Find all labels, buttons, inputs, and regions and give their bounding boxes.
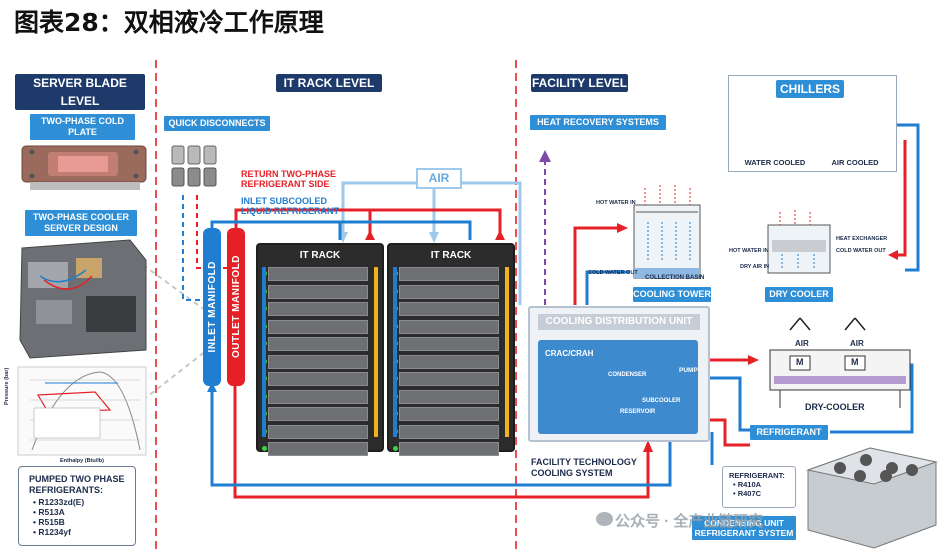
refrigerants-list: • R1233zd(E) • R513A • R515B • R1234yf bbox=[19, 497, 135, 537]
subcooler-label: SUBCOOLER bbox=[642, 398, 681, 404]
dry-air-in-label: DRY AIR IN bbox=[740, 264, 770, 270]
refrigerant-label: REFRIGERANT bbox=[750, 425, 828, 440]
cooler-design-label: TWO-PHASE COOLER SERVER DESIGN bbox=[25, 210, 137, 236]
server-slot bbox=[393, 424, 499, 439]
server-slot bbox=[262, 372, 368, 386]
rack-title: IT RACK bbox=[299, 250, 341, 261]
motor-label-2: M bbox=[851, 357, 859, 367]
chart-x-axis: Enthalpy (Btu/lb) bbox=[60, 458, 104, 464]
server-slot bbox=[393, 267, 499, 281]
cold-water-out-label: COLD WATER OUT bbox=[588, 270, 638, 276]
dc-hot-water-in-label: HOT WATER IN bbox=[729, 248, 769, 254]
refrigerants-title: PUMPED TWO PHASE REFRIGERANTS: bbox=[29, 474, 125, 495]
inlet-manifold: INLET MANIFOLD bbox=[203, 228, 221, 386]
quick-disconnect-fittings bbox=[171, 145, 217, 187]
server-slot bbox=[393, 407, 499, 421]
server-slot bbox=[393, 354, 499, 369]
it-rack-2: IT RACK bbox=[387, 243, 515, 456]
section-server-blade: SERVER BLADE LEVEL bbox=[15, 74, 145, 110]
section-facility: FACILITY LEVEL bbox=[531, 74, 628, 92]
server-slot bbox=[393, 284, 499, 299]
refrigerant-item: • R1234yf bbox=[33, 527, 71, 537]
cond-refrigerant-title: REFRIGERANT: bbox=[729, 471, 785, 480]
condensing-refrigerant-box: REFRIGERANT: • R410A • R407C bbox=[722, 466, 796, 508]
cond-refrigerant-2: • R407C bbox=[733, 489, 762, 498]
dc-cold-water-out-label: COLD WATER OUT bbox=[836, 248, 886, 254]
outlet-manifold: OUTLET MANIFOLD bbox=[227, 228, 245, 386]
server-slot bbox=[262, 389, 368, 404]
reservoir-label: RESERVOIR bbox=[620, 409, 656, 415]
server-slot bbox=[262, 284, 368, 299]
condenser-label: CONDENSER bbox=[608, 372, 647, 378]
dry-cooler-label: DRY COOLER bbox=[765, 287, 833, 302]
cold-plate-label: TWO-PHASE COLD PLATE bbox=[30, 114, 135, 140]
rack-slots bbox=[393, 267, 499, 460]
condensing-unit-label: CONDENSING UNIT REFRIGERANT SYSTEM bbox=[692, 516, 796, 540]
dry-cooler-lower-label: DRY-COOLER bbox=[805, 402, 865, 412]
cooling-distribution-unit: COOLING DISTRIBUTION UNIT bbox=[528, 306, 710, 442]
blue-main-loop bbox=[210, 385, 672, 487]
server-slot bbox=[393, 372, 499, 386]
server-slot bbox=[262, 302, 368, 316]
server-slot bbox=[393, 442, 499, 456]
pipe-to-cooling-tower bbox=[573, 226, 625, 305]
pump-label: PUMP bbox=[679, 367, 698, 374]
server-slot bbox=[393, 389, 499, 404]
server-slot bbox=[393, 337, 499, 351]
red-main-loop bbox=[233, 385, 650, 499]
page-title: 图表28：双相液冷工作原理 bbox=[14, 8, 324, 37]
refrigerants-box: PUMPED TWO PHASE REFRIGERANTS: • R1233zd… bbox=[18, 466, 136, 546]
refrigerant-item: • R515B bbox=[33, 517, 65, 527]
section-it-rack: IT RACK LEVEL bbox=[276, 74, 382, 92]
server-slot bbox=[262, 442, 368, 456]
refrigerant-item: • R1233zd(E) bbox=[33, 497, 85, 507]
collection-basin-label: COLLECTION BASIN bbox=[645, 275, 705, 281]
inlet-refrigerant-label: INLET SUBCOOLED LIQUID REFRIGERANT bbox=[241, 196, 339, 216]
server-slot bbox=[393, 302, 499, 316]
air-label: AIR bbox=[416, 168, 462, 189]
hot-water-in-label: HOT WATER IN bbox=[596, 200, 636, 206]
refrigerant-item: • R513A bbox=[33, 507, 65, 517]
return-refrigerant-label: RETURN TWO-PHASE REFRIGERANT SIDE bbox=[241, 169, 336, 189]
inlet-manifold-label: INLET MANIFOLD bbox=[206, 261, 218, 353]
return-pipe-rack1 bbox=[234, 208, 372, 240]
inlet-pipe bbox=[210, 220, 342, 240]
crac-label: CRAC/CRAH bbox=[545, 349, 594, 358]
rack-title: IT RACK bbox=[430, 250, 472, 261]
heat-recovery-label: HEAT RECOVERY SYSTEMS bbox=[530, 115, 666, 130]
pipe-chillers bbox=[895, 123, 920, 272]
cdu-title: COOLING DISTRIBUTION UNIT bbox=[538, 314, 700, 330]
server-slot bbox=[262, 354, 368, 369]
server-slot bbox=[262, 337, 368, 351]
server-slot bbox=[262, 407, 368, 421]
server-slot bbox=[262, 267, 368, 281]
quick-disconnects-label: QUICK DISCONNECTS bbox=[164, 116, 270, 131]
connector-blade bbox=[142, 264, 206, 311]
water-cooled-label: WATER COOLED bbox=[744, 158, 806, 167]
air-cooled-label: AIR COOLED bbox=[831, 158, 879, 167]
cooling-tower-label: COOLING TOWER bbox=[633, 287, 711, 302]
heat-exchanger-label: HEAT EXCHANGER bbox=[836, 236, 888, 242]
server-slot bbox=[393, 319, 499, 334]
server-slot bbox=[262, 319, 368, 334]
air-label-1: AIR bbox=[795, 339, 809, 348]
status-led bbox=[393, 446, 398, 451]
rack-slots bbox=[262, 267, 368, 460]
qd-blue-dashed bbox=[182, 195, 205, 301]
facility-cooling-system-label: FACILITY TECHNOLOGY COOLING SYSTEM bbox=[531, 457, 637, 478]
outlet-manifold-label: OUTLET MANIFOLD bbox=[230, 255, 242, 359]
wechat-icon bbox=[596, 512, 613, 526]
chart-y-axis: Pressure (bar) bbox=[4, 367, 10, 405]
watermark: 公众号 · 全产业链研究 bbox=[615, 513, 764, 530]
motor-label-1: M bbox=[796, 357, 804, 367]
air-label-2: AIR bbox=[850, 339, 864, 348]
it-rack-1: IT RACK bbox=[256, 243, 384, 456]
server-slot bbox=[262, 424, 368, 439]
chillers-label: CHILLERS bbox=[776, 80, 844, 98]
status-led bbox=[262, 446, 267, 451]
cond-refrigerant-1: • R410A bbox=[733, 480, 762, 489]
